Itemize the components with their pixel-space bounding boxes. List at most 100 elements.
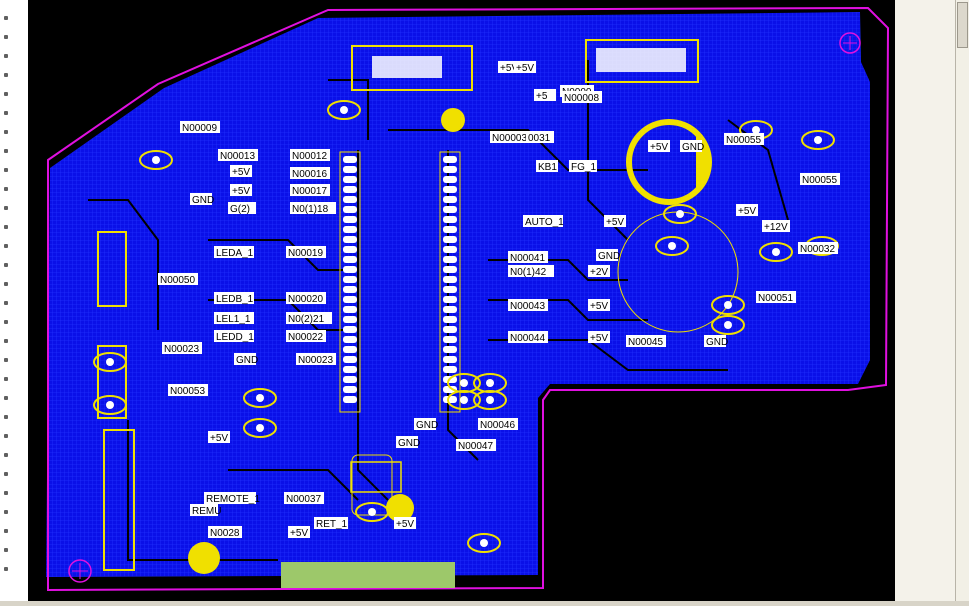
component-label[interactable]: N00013 (218, 149, 258, 162)
ruler-tick (4, 510, 8, 514)
label-text: +2V (590, 267, 608, 278)
component-label[interactable]: +5V (394, 517, 416, 530)
pad-hole (676, 210, 684, 218)
ruler-tick (4, 35, 8, 39)
component-label[interactable]: N00046 (478, 418, 518, 431)
component-label[interactable]: +5V (648, 140, 670, 153)
component-label[interactable]: N0(1)42 (508, 265, 554, 278)
parts (97, 39, 739, 574)
ruler-tick (4, 567, 8, 571)
component-label[interactable]: N00016 (290, 167, 330, 180)
component-label[interactable]: N00055 (724, 133, 764, 146)
left-ruler (0, 0, 29, 606)
component-label[interactable]: +5V (288, 526, 310, 539)
component-label[interactable]: GND (234, 353, 258, 366)
component-label[interactable]: +12V (762, 220, 790, 233)
ic-pin (343, 226, 357, 233)
label-text: N00044 (510, 333, 545, 344)
component-label[interactable]: AUTO_1 (523, 215, 564, 228)
component-label[interactable]: GND (680, 140, 704, 153)
component-label[interactable]: N00041 (508, 251, 548, 264)
component-label[interactable]: FG_1 (569, 160, 597, 173)
component-label[interactable]: N0028 (208, 526, 242, 539)
label-text: +5V (232, 186, 250, 197)
ruler-tick (4, 453, 8, 457)
component-label[interactable]: N00047 (456, 439, 496, 452)
component-label[interactable]: KB1 (536, 160, 558, 173)
label-text: N00022 (288, 332, 323, 343)
label-text: N00046 (480, 420, 515, 431)
component-label[interactable]: +5V (736, 204, 758, 217)
ruler-tick (4, 396, 8, 400)
component-label[interactable]: REMU (190, 504, 221, 517)
component-label[interactable]: N00019 (286, 246, 326, 259)
label-text: +5V (210, 433, 228, 444)
label-text: +5V (290, 528, 308, 539)
component-label[interactable]: N00045 (626, 335, 666, 348)
component-label[interactable]: N00017 (290, 184, 330, 197)
component-label[interactable]: +5V (588, 331, 610, 344)
label-text: N00032 (800, 244, 835, 255)
component-label[interactable]: REMOTE_1 (204, 492, 260, 505)
component-label[interactable]: N00009 (180, 121, 220, 134)
label-background (234, 353, 256, 365)
component-label[interactable]: N0(1)18 (290, 202, 336, 215)
label-text: N0(1)18 (292, 204, 329, 215)
component-label[interactable]: N00050 (158, 273, 198, 286)
component-label[interactable]: +5V (230, 165, 252, 178)
component-label[interactable]: GND (414, 418, 438, 431)
label-text: N00016 (292, 169, 327, 180)
component-label[interactable]: +5V (588, 299, 610, 312)
component-label[interactable]: N00003 (490, 131, 530, 144)
component-label[interactable]: N00051 (756, 291, 796, 304)
label-background (508, 331, 548, 343)
ic-pin (343, 276, 357, 283)
component-label[interactable]: GND (190, 193, 214, 206)
component-label[interactable]: +5V (230, 184, 252, 197)
component-label[interactable]: N00043 (508, 299, 548, 312)
component-label[interactable]: +5 (534, 89, 556, 102)
component-label[interactable]: N0(2)21 (286, 312, 332, 325)
label-background (604, 215, 626, 227)
component-label[interactable]: +5V (514, 61, 536, 74)
component-label[interactable]: 0031 (526, 131, 554, 144)
component-label[interactable]: +2V (588, 265, 610, 278)
label-background (286, 312, 332, 324)
component-label[interactable]: N00012 (290, 149, 330, 162)
label-background (396, 436, 418, 448)
component-label[interactable]: N00037 (284, 492, 324, 505)
component-label[interactable]: N00053 (168, 384, 208, 397)
scrollbar-thumb[interactable] (957, 2, 968, 48)
component-label[interactable]: N00032 (798, 242, 838, 255)
vertical-scrollbar[interactable] (955, 0, 969, 606)
component-label[interactable]: N00044 (508, 331, 548, 344)
component-label[interactable]: LEDB_1 (214, 292, 254, 305)
ic-pin (343, 156, 357, 163)
component-label[interactable]: G(2) (228, 202, 256, 215)
label-text: N00051 (758, 293, 793, 304)
component-label[interactable]: N00022 (286, 330, 326, 343)
component-label[interactable]: N00020 (286, 292, 326, 305)
ic-pin (443, 366, 457, 373)
pad-hole (106, 401, 114, 409)
component-label[interactable]: LEL1_1 (214, 312, 254, 325)
component-label[interactable]: RET_1 (314, 517, 348, 530)
component-label[interactable]: +5V (208, 431, 230, 444)
component-label[interactable]: +5V (604, 215, 626, 228)
label-background (588, 299, 610, 311)
component-label[interactable]: GND (396, 436, 420, 449)
component-label[interactable]: N00023 (162, 342, 202, 355)
ruler-tick (4, 130, 8, 134)
label-text: N0028 (210, 528, 240, 539)
ic-pin (343, 256, 357, 263)
component-label[interactable]: LEDD_1 (214, 330, 254, 343)
component-label[interactable]: N00055 (800, 173, 840, 186)
component-label[interactable]: GND (596, 249, 620, 262)
component-label[interactable]: N00008 (562, 91, 602, 104)
component-label[interactable]: N00023 (296, 353, 336, 366)
component-label[interactable]: GND (704, 335, 728, 348)
component-label[interactable]: LEDA_1 (214, 246, 254, 259)
